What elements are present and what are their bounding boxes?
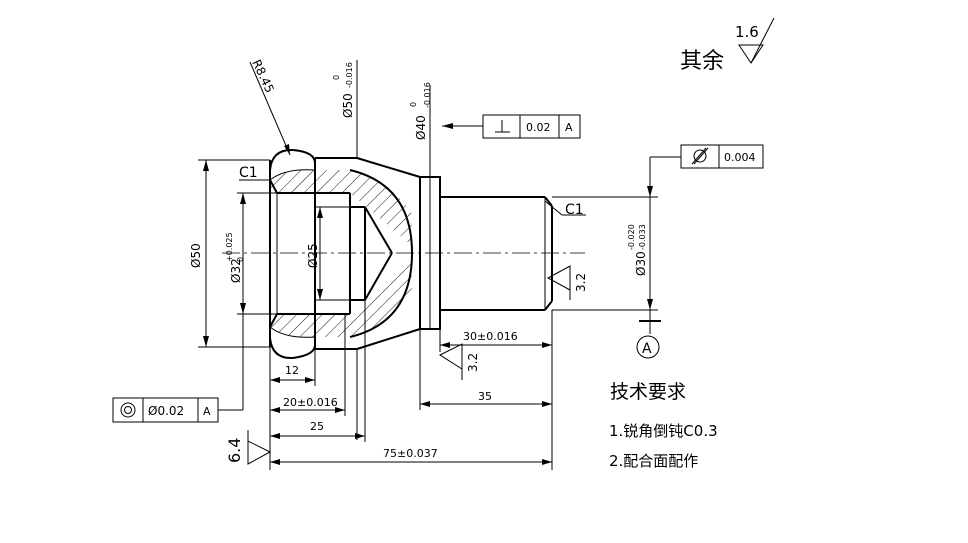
tech-req-item-2: 2.配合面配作 [609,452,698,470]
dim-dia50-text: Ø50 [189,243,203,268]
concentricity-frame: Ø0.02 A [112,397,243,423]
chamfer-left-text: C1 [239,165,258,181]
chamfer-right: C1 [544,200,586,218]
radius-text: R8.45 [249,57,277,95]
dia40-label: Ø40 [414,115,428,140]
cylindricity-frame: 0.004 [650,144,764,169]
dim-dia30-tol-lower: -0.033 [638,224,647,250]
perpendicularity-datum: A [565,121,573,134]
perpendicularity-frame: 0.02 A [442,114,581,139]
dim-len30: 30±0.016 [439,310,552,352]
dim-dia30-text: Ø30 [634,251,648,276]
dim-dia50-tol: Ø50 0 -0.016 [332,60,358,440]
dim-dia32: Ø32 +0.025 0 [225,192,277,410]
roughness-shoulder: 3.2 [438,343,480,380]
dim-len75-text: 75±0.037 [383,447,438,460]
part-outline [269,148,553,360]
dim-dia32-tol-lower: 0 [236,257,245,262]
tech-req-title: 技术要求 [610,381,686,403]
roughness-other-value: 1.6 [735,23,759,41]
dia50-tol-upper: 0 [332,75,341,80]
dim-len12: 12 [269,347,316,470]
dim-dia30-tol-upper: -0.020 [627,224,636,250]
chamfer-left: C1 [239,165,270,181]
dim-dia30: Ø30 -0.020 -0.033 [552,157,658,311]
technical-requirements: 技术要求 1.锐角倒钝C0.3 2.配合面配作 [609,381,718,470]
concentricity-value: Ø0.02 [148,404,184,418]
dia40-tol-lower: -0.016 [423,82,432,108]
dim-dia25-text: Ø25 [306,243,320,268]
datum-a: A [636,310,661,359]
dim-len75: 75±0.037 [270,310,553,470]
roughness-shoulder-text: 3.2 [466,353,480,372]
dim-dia32-text: Ø32 [229,258,243,283]
dim-len35: 35 [419,329,552,410]
section-hatch-bottom [270,262,412,338]
dia50-tol-lower: -0.016 [345,62,354,88]
tech-req-item-1: 1.锐角倒钝C0.3 [609,422,718,440]
datum-a-text: A [642,341,652,357]
dim-dia25: Ø25 [306,206,350,301]
dim-len25: 25 [270,300,366,442]
roughness-left: 6.4 [225,430,272,465]
roughness-shaft: 3.2 [546,265,588,300]
dia40-tol-upper: 0 [409,102,418,107]
dim-len12-text: 12 [285,364,299,377]
dia50-label: Ø50 [341,93,355,118]
dim-len35-text: 35 [478,390,492,403]
dim-len30-text: 30±0.016 [463,330,518,343]
perpendicularity-value: 0.02 [526,121,551,134]
dim-len20-text: 20±0.016 [283,396,338,409]
dim-len25-text: 25 [310,420,324,433]
roughness-other-prefix: 其余 [680,49,724,74]
concentricity-datum: A [203,405,211,418]
roughness-other: 其余 1.6 [680,17,775,74]
cylindricity-value: 0.004 [724,151,756,164]
dim-dia40-tol: Ø40 0 -0.016 [409,82,432,177]
roughness-shaft-text: 3.2 [574,273,588,292]
roughness-left-text: 6.4 [225,438,244,463]
dim-dia50-outer: Ø50 [189,159,270,348]
radius-label: R8.45 [249,57,291,156]
dim-dia32-tol-upper: +0.025 [225,232,234,262]
dim-len20: 20±0.016 [270,314,346,416]
section-hatch-top [270,169,412,246]
chamfer-right-text: C1 [565,202,584,218]
